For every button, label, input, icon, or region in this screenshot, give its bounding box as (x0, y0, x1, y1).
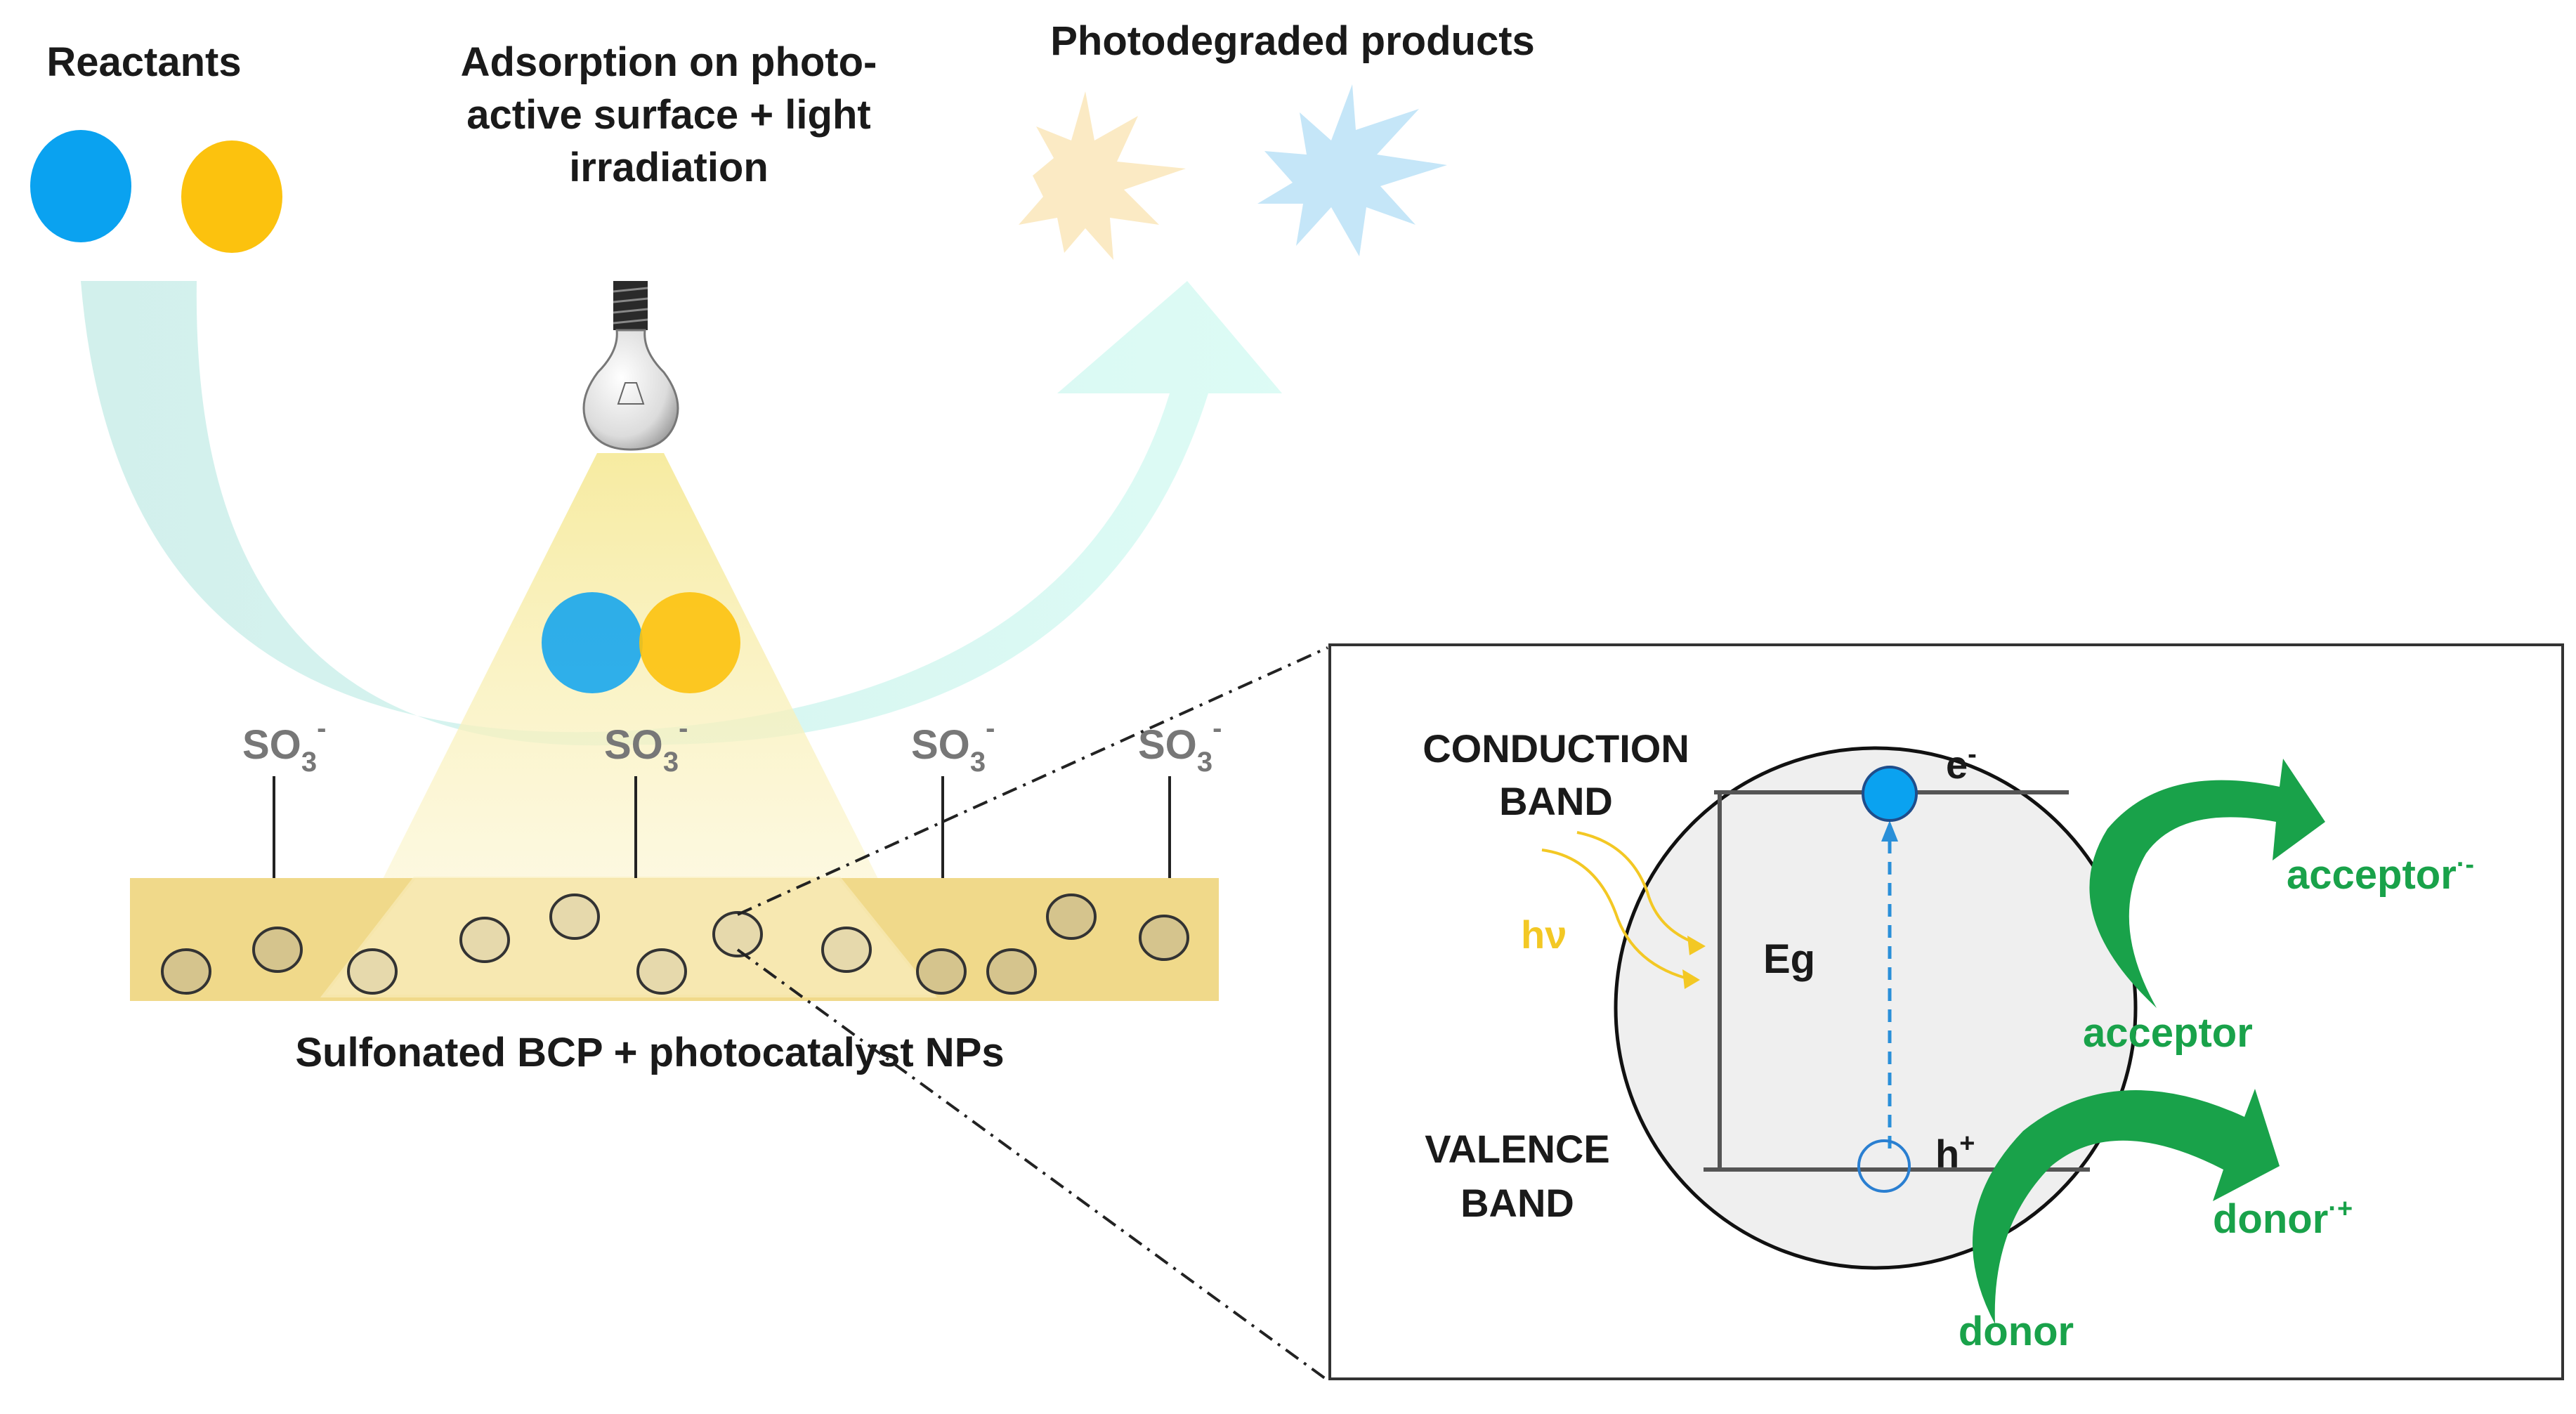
sulfonate-label: SO3- (242, 713, 326, 778)
acceptor-label: acceptor (2083, 1010, 2253, 1056)
nanoparticle (712, 911, 763, 957)
process-arrow (81, 281, 1282, 746)
nanoparticle (459, 917, 510, 963)
sulfonate-label: SO3- (1138, 713, 1222, 778)
valence-band-label-line1: VALENCE (1425, 1127, 1609, 1171)
nanoparticle (1139, 915, 1189, 961)
nanoparticle (161, 948, 211, 995)
nanoparticle (347, 948, 398, 995)
photon-arrowhead (1682, 969, 1700, 989)
substrate-label: Sulfonated BCP + photocatalyst NPs (295, 1030, 1004, 1075)
nanoparticle (821, 927, 872, 973)
light-bulb-icon (582, 281, 679, 451)
nanoparticle (916, 948, 967, 995)
acceptor-transfer-arrow (2089, 759, 2325, 1008)
adsorption-label-line2: active surface + light (466, 92, 870, 138)
hole-icon (1857, 1139, 1911, 1193)
nanoparticle (252, 927, 303, 973)
photon-arrowhead (1687, 936, 1706, 955)
adsorbed-blue-reactant (542, 592, 643, 693)
nanoparticle (636, 948, 687, 995)
reactant-yellow (181, 140, 282, 253)
conduction-band-label-line1: CONDUCTION (1423, 726, 1689, 771)
donor-label: donor (1959, 1309, 2074, 1354)
nanoparticle (986, 948, 1037, 995)
reactant-blue (30, 130, 131, 242)
electron-label: e- (1946, 740, 1977, 787)
nanoparticle (1046, 893, 1097, 940)
donor-transfer-arrow (1973, 1089, 2280, 1324)
nanoparticle (549, 893, 600, 940)
light-beam (323, 453, 938, 997)
photon-arrows (1541, 831, 1701, 981)
sulfonate-label: SO3- (604, 713, 688, 778)
valence-band-label-line2: BAND (1460, 1181, 1574, 1225)
photon-label: hν (1521, 912, 1567, 957)
electron-icon (1862, 766, 1918, 822)
conduction-band-label-line2: BAND (1499, 779, 1613, 823)
adsorption-label-line1: Adsorption on photo- (461, 39, 877, 85)
reactants-label: Reactants (46, 39, 241, 85)
product-yellow-starburst (1019, 91, 1186, 260)
sulfonate-stems (273, 776, 1171, 878)
acceptor-product-label: acceptor·- (2287, 850, 2474, 898)
adsorption-label-line3: irradiation (569, 145, 769, 190)
zoom-lines (736, 646, 1329, 1382)
donor-product-label: donor·+ (2213, 1194, 2353, 1242)
hole-label: h+ (1935, 1129, 1975, 1176)
products-label: Photodegraded products (1050, 18, 1535, 64)
sulfonate-labels: SO3- SO3- SO3- SO3- (242, 713, 1222, 778)
excitation-arrowhead (1881, 820, 1898, 842)
adsorbed-yellow-reactant (639, 592, 740, 693)
product-blue-starburst (1257, 84, 1447, 256)
photocatalyst-particle (1614, 746, 2138, 1270)
sulfonate-label: SO3- (911, 713, 995, 778)
band-gap-label: Eg (1763, 936, 1815, 982)
nanoparticles (161, 893, 1189, 995)
